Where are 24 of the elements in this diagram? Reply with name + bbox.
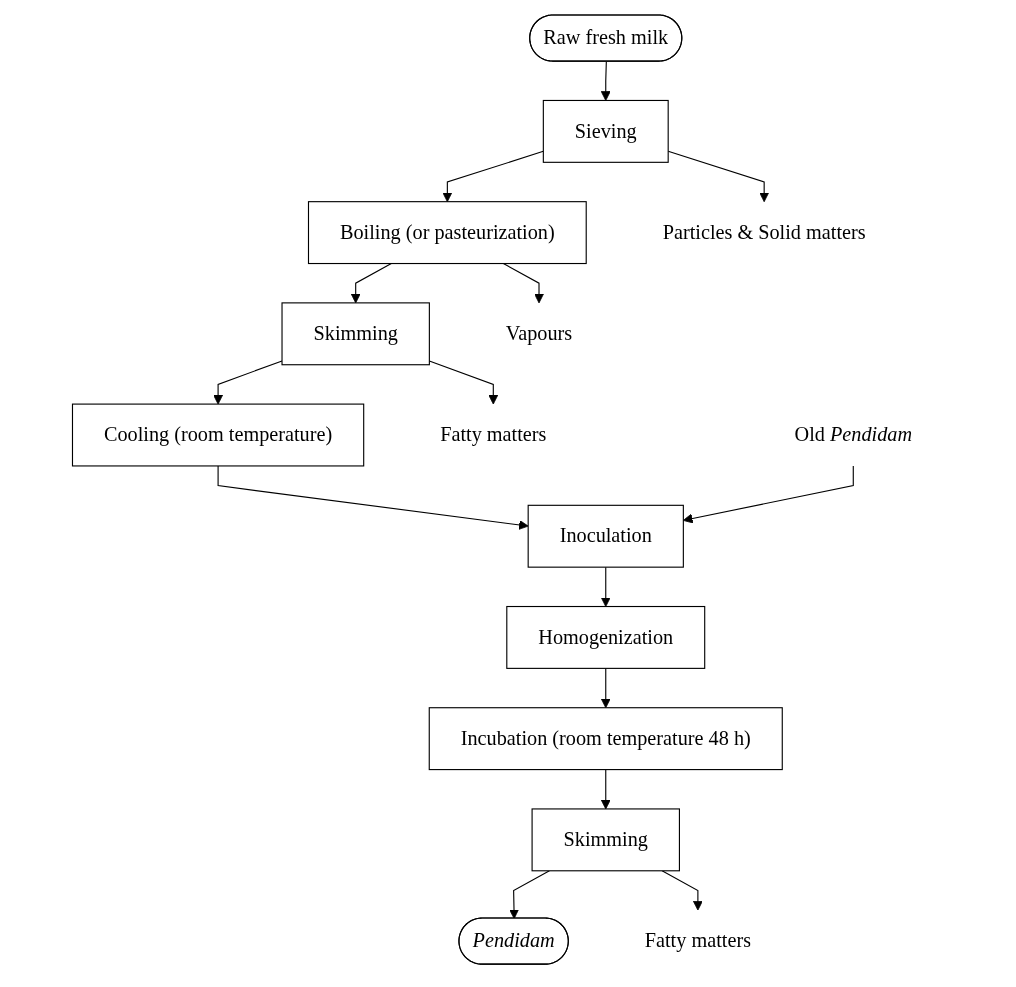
arrow <box>502 262 544 304</box>
node-box <box>281 302 430 366</box>
node-text: Fatty matters <box>440 423 547 446</box>
arrow <box>213 360 283 405</box>
node-box <box>428 707 783 771</box>
arrow <box>600 667 611 709</box>
arrow <box>217 465 529 530</box>
arrow <box>661 870 703 911</box>
arrow <box>600 769 611 810</box>
node-box <box>71 403 365 467</box>
node-box <box>527 504 684 568</box>
node-box <box>307 201 587 265</box>
node-text: Vapours <box>505 322 573 345</box>
arrow <box>600 566 611 607</box>
node-text: Fatty matters <box>644 929 752 952</box>
arrow <box>350 262 392 304</box>
arrow <box>509 870 550 920</box>
node-box <box>542 99 669 163</box>
arrow <box>600 61 611 101</box>
node-box <box>531 808 680 872</box>
arrow <box>442 150 544 203</box>
node-text: Particles & Solid matters <box>662 220 866 244</box>
node-text: Old Pendidam <box>794 423 913 446</box>
node-box <box>506 605 706 669</box>
